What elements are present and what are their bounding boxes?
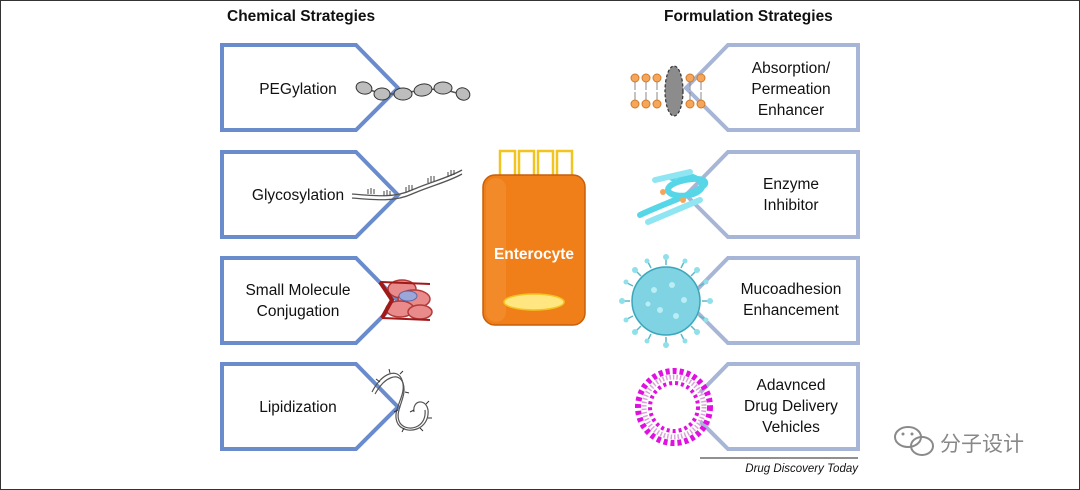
liposome-icon — [635, 368, 713, 446]
lipid-bilayer-icon — [630, 65, 706, 117]
glycan-chain-icon — [351, 169, 463, 201]
chemical-strategies-heading: Chemical Strategies — [227, 8, 376, 25]
enterocyte-label: Enterocyte — [493, 246, 575, 263]
wechat-logo-icon — [894, 426, 934, 456]
label-conjugation: Small Molecule Conjugation — [245, 282, 351, 320]
chemical-box-lipidization — [220, 362, 401, 451]
label-enzyme-inhibitor: Enzyme Inhibitor — [763, 176, 819, 214]
mucoadhesive-particle-icon — [619, 254, 713, 348]
enterocyte-cell-icon — [482, 149, 586, 326]
label-mucoadhesion: Mucoadhesion Enhancement — [740, 281, 842, 319]
watermark-text: 分子设计 — [940, 432, 1024, 456]
protein-conjugate-icon — [378, 279, 433, 321]
lipid-chain-icon — [371, 368, 432, 433]
label-lipidization: Lipidization — [259, 399, 337, 416]
helix-icon — [637, 169, 708, 225]
chemical-box-glycosylation — [220, 150, 401, 239]
peg-chain-icon — [355, 81, 471, 101]
label-absorption-enhancer: Absorption/ Permeation Enhancer — [751, 60, 831, 119]
label-delivery-vehicles: Adavnced Drug Delivery Vehicles — [744, 377, 838, 436]
label-pegylation: PEGylation — [259, 81, 337, 98]
formulation-strategies-heading: Formulation Strategies — [664, 8, 833, 25]
chemical-box-pegylation — [220, 43, 401, 132]
formulation-box-enzyme — [683, 150, 860, 239]
label-glycosylation: Glycosylation — [251, 187, 345, 204]
source-credit: Drug Discovery Today — [745, 463, 858, 475]
chemical-box-conjugation — [220, 256, 401, 345]
